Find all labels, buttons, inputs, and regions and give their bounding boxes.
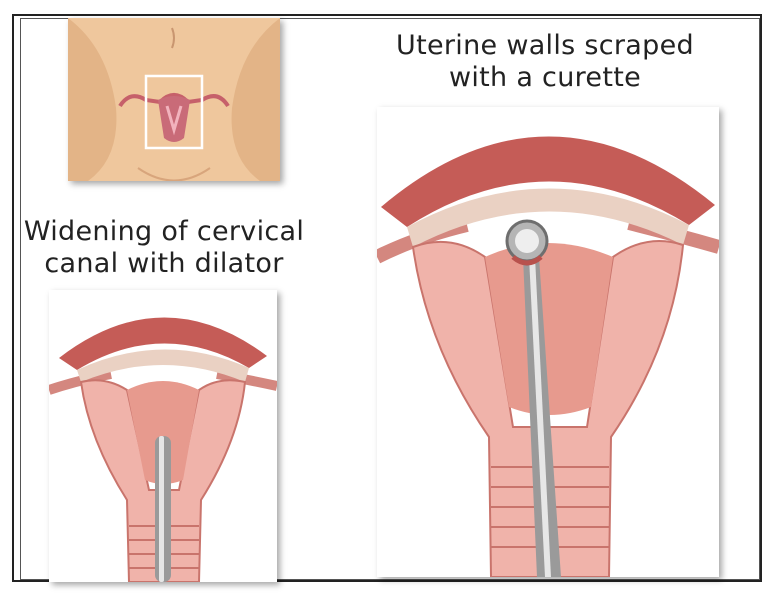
torso-illustration [68, 18, 280, 181]
dilator-instrument [155, 436, 171, 582]
curette-caption: Uterine walls scraped with a curette [380, 30, 710, 94]
curette-caption-line-1: Uterine walls scraped [380, 30, 710, 62]
dilator-caption-line-1: Widening of cervical [14, 216, 314, 248]
curette-caption-line-2: with a curette [380, 62, 710, 94]
torso-locator-panel [68, 18, 280, 181]
dilator-panel [49, 290, 277, 582]
dilator-caption: Widening of cervical canal with dilator [14, 216, 314, 280]
dilator-caption-line-2: canal with dilator [14, 248, 314, 280]
dilator-illustration [49, 290, 277, 582]
curette-illustration [377, 107, 719, 577]
curette-panel [377, 107, 719, 577]
